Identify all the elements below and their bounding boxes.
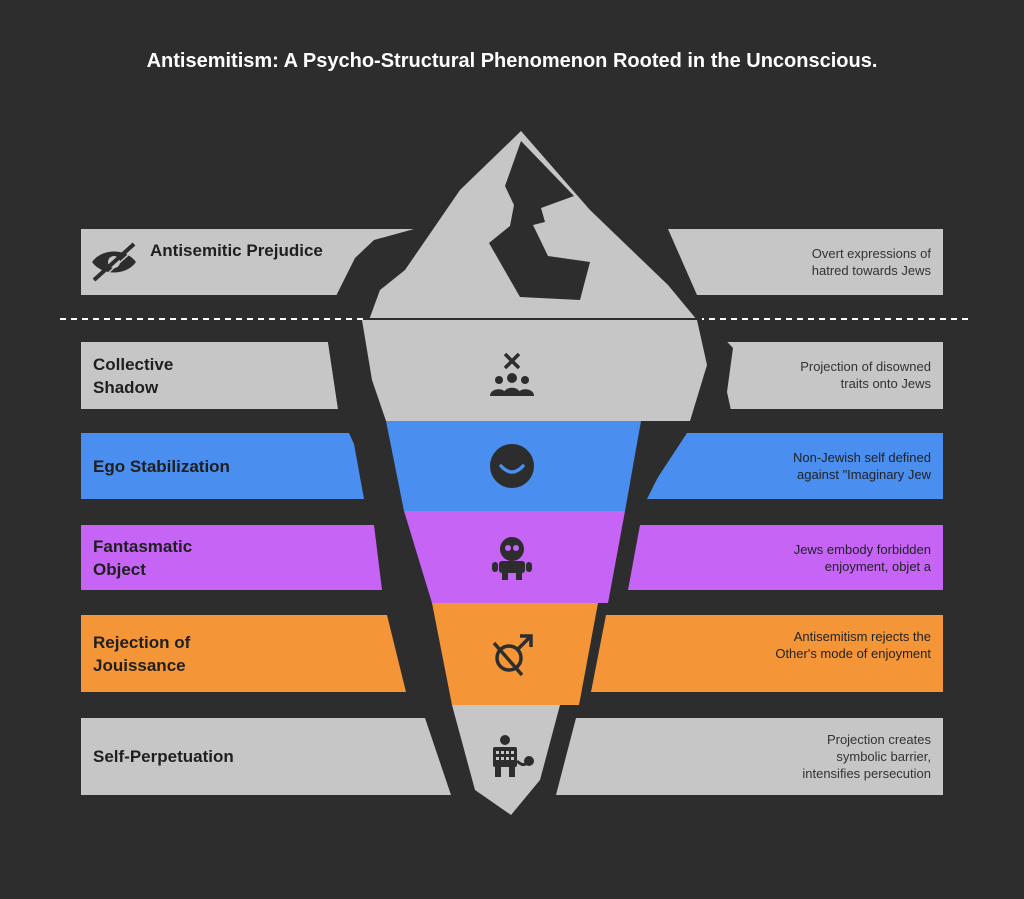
layer-desc-ego-stabilization: Non-Jewish self defined against "Imagina… — [792, 450, 931, 482]
layer-desc-fantasmatic-object: Jews embody forbidden enjoyment, objet a — [793, 542, 931, 574]
iceberg-tip-shadow — [489, 141, 590, 300]
iceberg-layer-4 — [432, 603, 598, 705]
band-right-5 — [556, 718, 943, 795]
male-symbol-slash-icon — [492, 634, 533, 677]
alien-icon — [492, 537, 532, 580]
layer-desc-antisemitic-prejudice: Overt expressions of hatred towards Jews — [811, 246, 931, 278]
band-left-1 — [81, 342, 338, 409]
band-right-0 — [668, 229, 943, 295]
layer-label-fantasmatic-object: Fantasmatic Object — [93, 537, 193, 579]
group-cross-icon — [490, 352, 534, 396]
band-left-3 — [81, 525, 388, 590]
band-right-4 — [591, 615, 943, 692]
band-right-1 — [721, 342, 943, 409]
smile-icon — [490, 444, 534, 488]
band-left-4 — [81, 615, 413, 692]
layer-desc-self-perpetuation: Projection creates symbolic barrier, int… — [802, 732, 931, 781]
prejudice-icon — [92, 242, 138, 284]
iceberg-layer-1 — [362, 320, 707, 421]
layer-label-self-perpetuation: Self-Perpetuation — [93, 747, 234, 766]
band-left-0 — [81, 229, 414, 295]
layer-desc-collective-shadow: Projection of disowned traits onto Jews — [800, 359, 931, 391]
layer-label-collective-shadow: Collective Shadow — [93, 355, 174, 397]
page-title: Antisemitism: A Psycho-Structural Phenom… — [146, 50, 878, 72]
layer-label-antisemitic-prejudice: Antisemitic Prejudice — [150, 241, 323, 260]
band-right-3 — [628, 525, 943, 590]
layer-label-rejection-of-jouissance: Rejection of Jouissance — [93, 633, 191, 675]
robot-person-icon — [493, 735, 534, 777]
layer-label-ego-stabilization: Ego Stabilization — [93, 457, 230, 476]
band-right-2 — [647, 433, 943, 499]
band-left-5 — [81, 718, 451, 795]
layer-desc-rejection-of-jouissance: Antisemitism rejects the Other's mode of… — [775, 629, 931, 661]
band-left-2 — [81, 433, 379, 499]
